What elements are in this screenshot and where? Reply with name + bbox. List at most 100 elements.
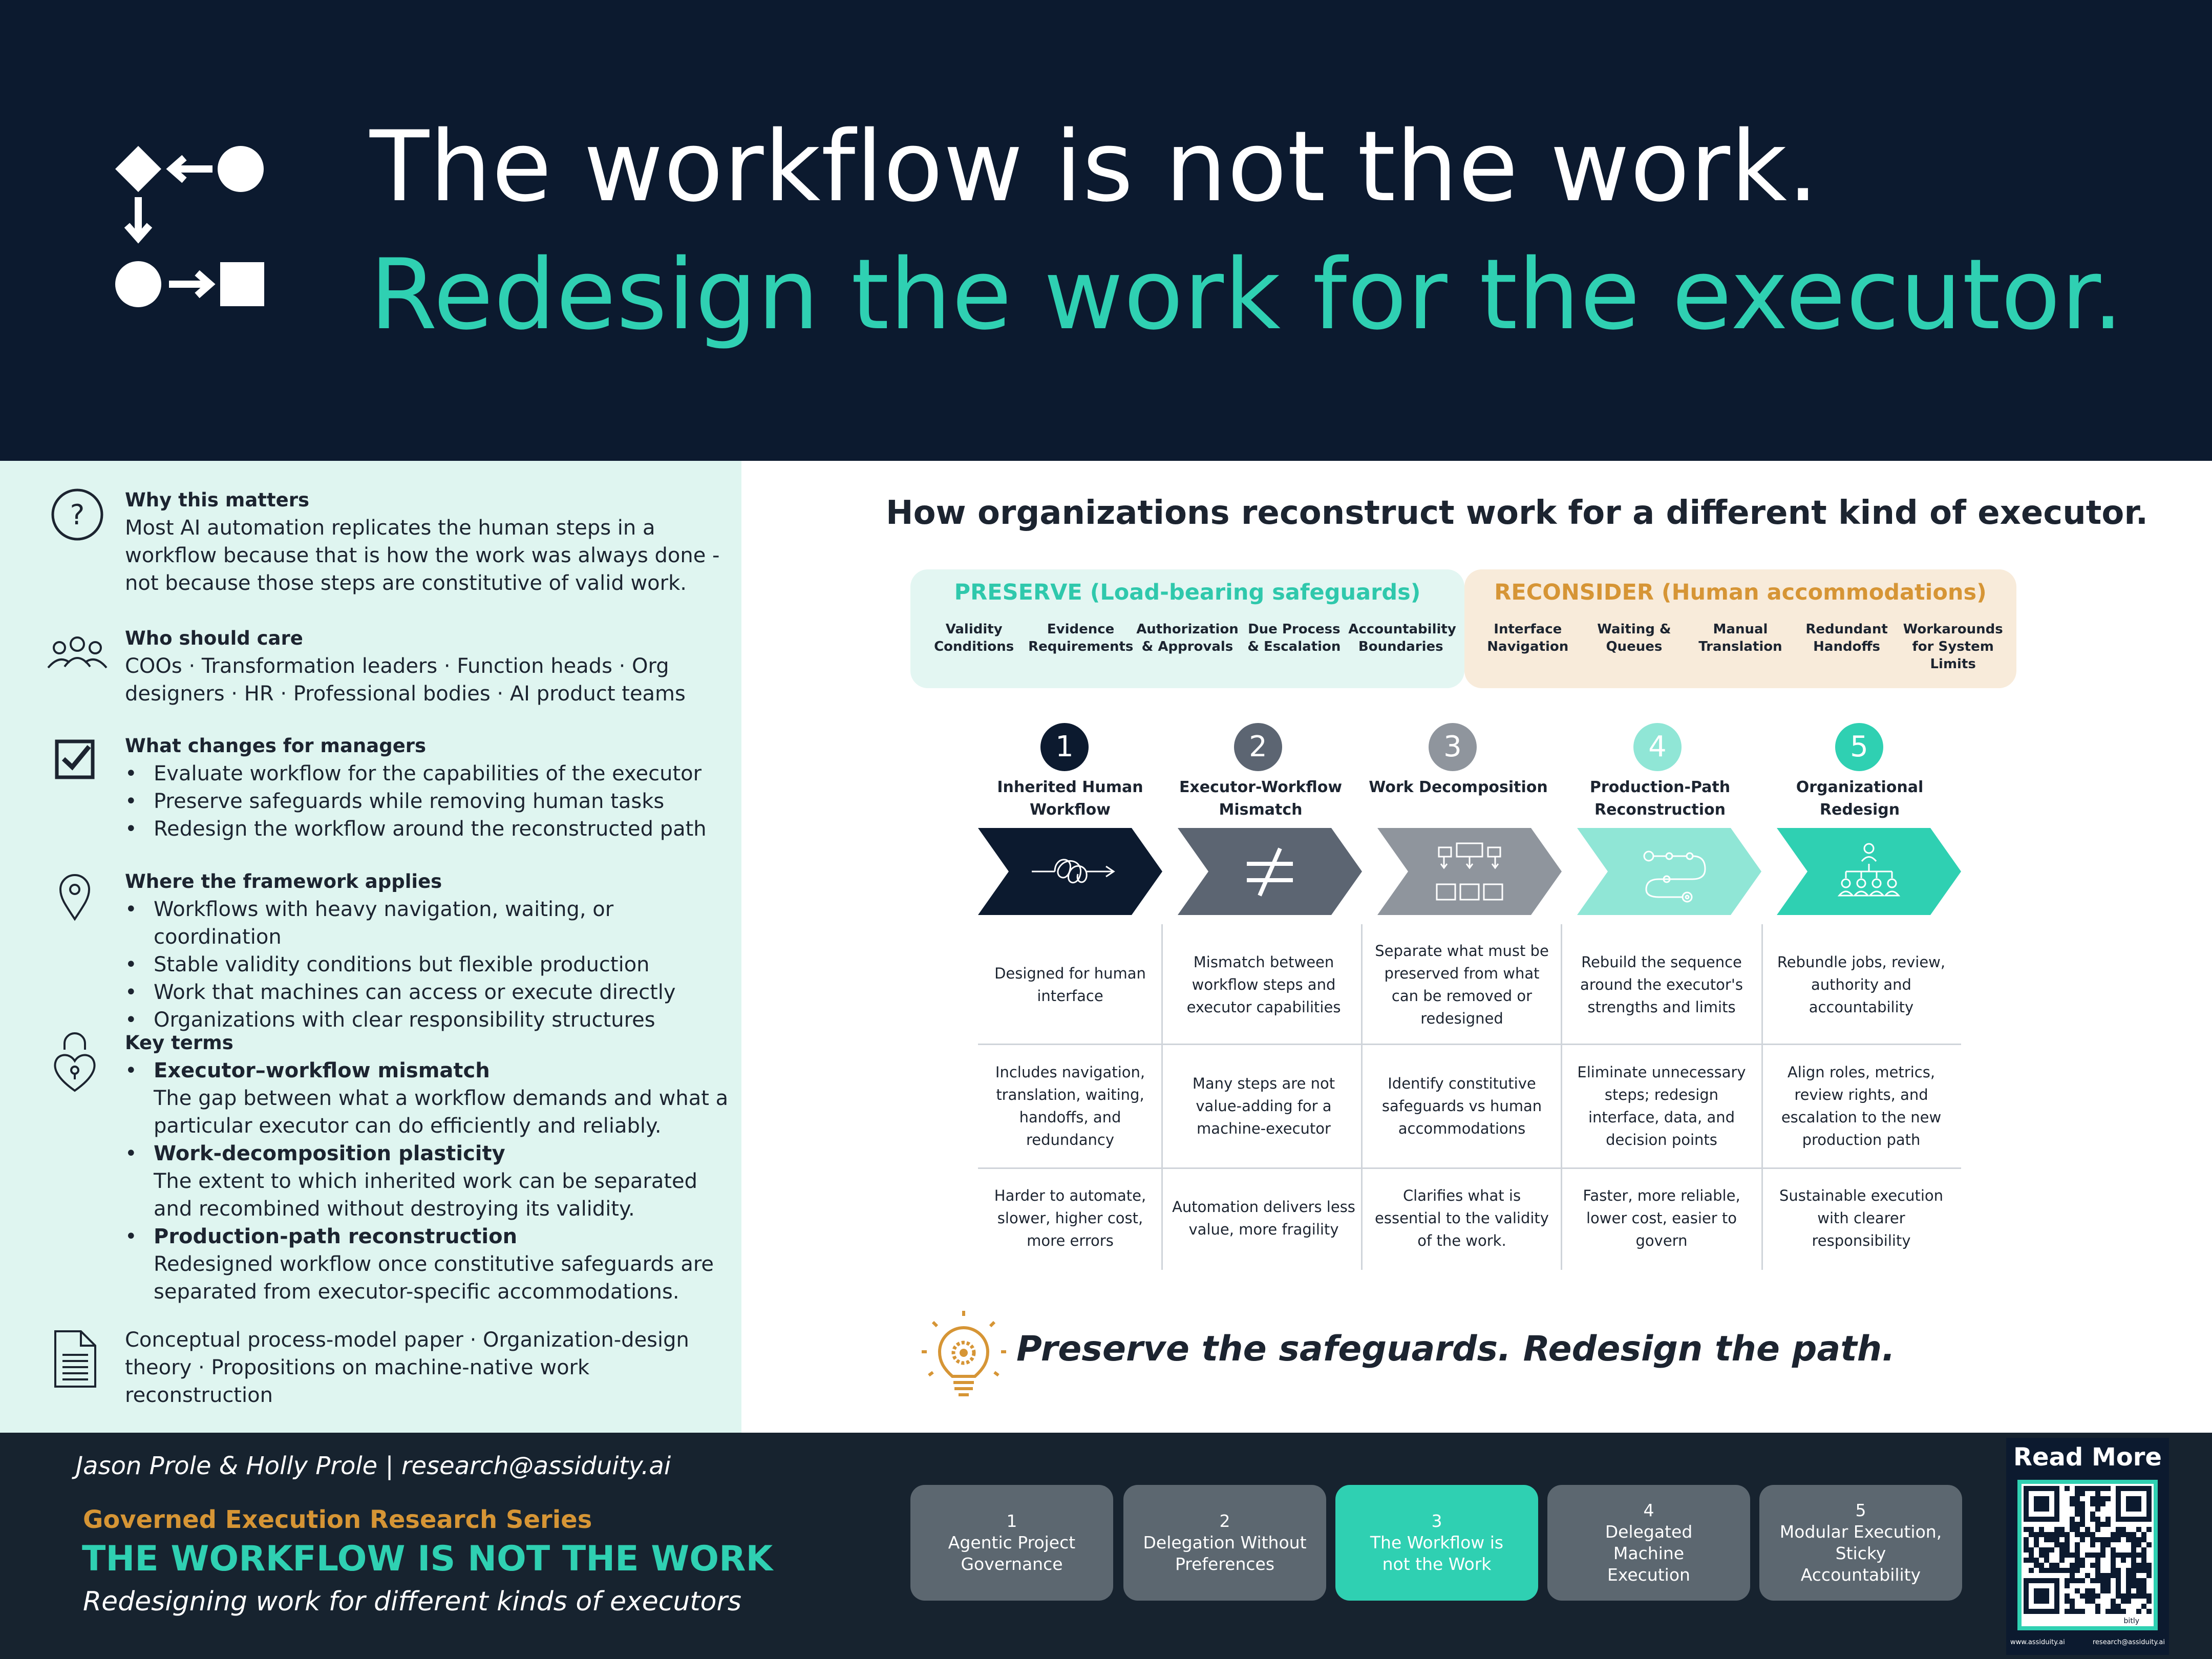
- heart-lock-icon: [54, 1032, 96, 1092]
- question-icon: ?: [51, 488, 103, 541]
- series-card-label: Delegated Machine Execution: [1605, 1522, 1693, 1585]
- step-4-row-1: Rebuild the sequence around the executor…: [1580, 953, 1743, 1016]
- step-4-row-2: Eliminate unnecessary steps; redesign in…: [1577, 1063, 1746, 1148]
- tangle-icon: [1032, 859, 1115, 884]
- series-card-3[interactable]: 3 The Workflow is not the Work: [1335, 1485, 1538, 1601]
- column-divider: [1161, 924, 1163, 1270]
- website-label[interactable]: www.assiduity.ai: [2010, 1639, 2065, 1646]
- series-card-1[interactable]: 1 Agentic Project Governance: [910, 1485, 1113, 1601]
- summary-panel: ? Why this matters Most AI automation re…: [0, 461, 741, 1433]
- step-1-row-3: Harder to automate, slower, higher cost,…: [994, 1187, 1146, 1249]
- step-2-row-2: Many steps are not value-adding for a ma…: [1192, 1074, 1335, 1137]
- people-icon: [47, 636, 108, 669]
- step-label: Work Decomposition: [1369, 778, 1548, 796]
- path-icon: [1643, 850, 1706, 903]
- series-card-2[interactable]: 2 Delegation Without Preferences: [1123, 1485, 1326, 1601]
- qr-code[interactable]: bitly: [2017, 1480, 2158, 1630]
- preserve-item: Due Process & Escalation: [1247, 622, 1341, 654]
- reconsider-item: Waiting & Queues: [1597, 622, 1671, 654]
- why-text: Most AI automation replicates the human …: [125, 516, 720, 595]
- step-number: 2: [1234, 723, 1282, 771]
- step-5-chevron: [1777, 828, 1961, 915]
- who-text: COOs · Transformation leaders · Function…: [125, 654, 686, 706]
- location-pin-icon: [59, 874, 91, 921]
- where-item: Work that machines can access or execute…: [125, 979, 734, 1006]
- step-label: Executor-Workflow Mismatch: [1179, 778, 1343, 819]
- tagline: Preserve the safeguards. Redesign the pa…: [1016, 1329, 1896, 1369]
- series-card-label: Delegation Without Preferences: [1143, 1533, 1307, 1574]
- paper-subtitle: Redesigning work for different kinds of …: [83, 1586, 741, 1617]
- read-more-panel[interactable]: Read More bitly www.assiduity.ai researc…: [2006, 1438, 2169, 1655]
- terms-title: Key terms: [125, 1032, 233, 1054]
- where-item: Organizations with clear responsibility …: [125, 1006, 734, 1034]
- paper-type-text: Conceptual process-model paper · Organiz…: [125, 1328, 689, 1407]
- step-3-row-1: Separate what must be preserved from wha…: [1375, 942, 1549, 1027]
- column-divider: [1761, 924, 1763, 1270]
- series-card-number: 3: [1431, 1511, 1442, 1531]
- org-chart-icon: [1837, 843, 1901, 897]
- reconsider-item: Workarounds for System Limits: [1903, 622, 2003, 672]
- reconsider-item: Interface Navigation: [1487, 622, 1569, 654]
- step-1-row-2: Includes navigation, translation, waitin…: [995, 1063, 1145, 1148]
- step-4-chevron: [1577, 828, 1761, 915]
- step-1-chevron: [978, 828, 1162, 915]
- step-5-row-1: Rebundle jobs, review, authority and acc…: [1777, 953, 1946, 1016]
- preserve-title: PRESERVE (Load-bearing safeguards): [954, 580, 1421, 605]
- column-divider: [1561, 924, 1562, 1270]
- reconsider-item: Manual Translation: [1698, 622, 1782, 654]
- workflow-logo-icon: [115, 146, 264, 307]
- step-number: 4: [1633, 723, 1682, 771]
- preserve-item: Accountability Boundaries: [1348, 622, 1456, 654]
- where-item: Stable validity conditions but flexible …: [125, 951, 734, 979]
- who-title: Who should care: [125, 627, 303, 649]
- sub-headline: Redesign the work for the executor.: [370, 238, 2124, 351]
- term-definition: Redesigned workflow once constitutive sa…: [154, 1252, 714, 1304]
- why-title: Why this matters: [125, 489, 310, 511]
- series-card-number: 5: [1855, 1500, 1866, 1520]
- series-card-4[interactable]: 4 Delegated Machine Execution: [1547, 1485, 1750, 1601]
- series-card-5[interactable]: 5 Modular Execution, Sticky Accountabili…: [1759, 1485, 1962, 1601]
- column-divider: [1361, 924, 1363, 1270]
- term-name: Executor–workflow mismatch: [154, 1059, 490, 1082]
- where-item: Workflows with heavy navigation, waiting…: [125, 896, 734, 951]
- paper-title: THE WORKFLOW IS NOT THE WORK: [82, 1539, 773, 1579]
- managers-item: Evaluate workflow for the capabilities o…: [125, 760, 734, 788]
- where-title: Where the framework applies: [125, 870, 442, 892]
- series-card-label: Modular Execution, Sticky Accountability: [1779, 1522, 1942, 1585]
- step-2-row-3: Automation delivers less value, more fra…: [1172, 1198, 1355, 1238]
- term-name: Work-decomposition plasticity: [154, 1142, 505, 1165]
- step-3-chevron: [1377, 828, 1562, 915]
- step-5-row-3: Sustainable execution with clearer respo…: [1779, 1187, 1944, 1249]
- preserve-item: Authorization & Approvals: [1136, 622, 1239, 654]
- headline: The workflow is not the work.: [370, 110, 1819, 223]
- series-card-number: 2: [1219, 1511, 1230, 1531]
- preserve-item: Validity Conditions: [934, 622, 1014, 654]
- not-equal-icon: [1247, 847, 1293, 897]
- reconsider-band: RECONSIDER (Human accommodations) Interf…: [1464, 569, 2016, 688]
- svg-text:?: ?: [70, 499, 85, 531]
- term-item: Production-path reconstruction Redesigne…: [125, 1223, 734, 1306]
- term-name: Production-path reconstruction: [154, 1225, 518, 1248]
- step-number: 1: [1040, 723, 1089, 771]
- read-more-label: Read More: [2013, 1443, 2162, 1472]
- row-divider: [978, 1167, 1961, 1169]
- step-label: Organizational Redesign: [1796, 778, 1924, 819]
- term-item: Work-decomposition plasticity The extent…: [125, 1140, 734, 1223]
- document-icon: [54, 1330, 96, 1388]
- step-2-row-1: Mismatch between workflow steps and exec…: [1186, 953, 1341, 1016]
- authors: Jason Prole & Holly Prole | research@ass…: [76, 1452, 671, 1480]
- term-definition: The gap between what a workflow demands …: [154, 1087, 729, 1138]
- header-banner: [0, 0, 2212, 461]
- framework-title: How organizations reconstruct work for a…: [886, 494, 2149, 532]
- step-1-row-1: Designed for human interface: [994, 964, 1146, 1005]
- series-card-label: Agentic Project Governance: [948, 1533, 1076, 1574]
- reconsider-item: Redundant Handoffs: [1805, 622, 1888, 654]
- term-definition: The extent to which inherited work can b…: [154, 1169, 698, 1221]
- lightbulb-icon: [922, 1311, 1006, 1396]
- series-name: Governed Execution Research Series: [83, 1505, 592, 1534]
- reconsider-title: RECONSIDER (Human accommodations): [1494, 580, 1987, 605]
- decomposition-icon: [1436, 842, 1503, 901]
- series-card-number: 1: [1006, 1511, 1017, 1531]
- email-label[interactable]: research@assiduity.ai: [2092, 1639, 2165, 1646]
- checkbox-icon: [55, 739, 95, 779]
